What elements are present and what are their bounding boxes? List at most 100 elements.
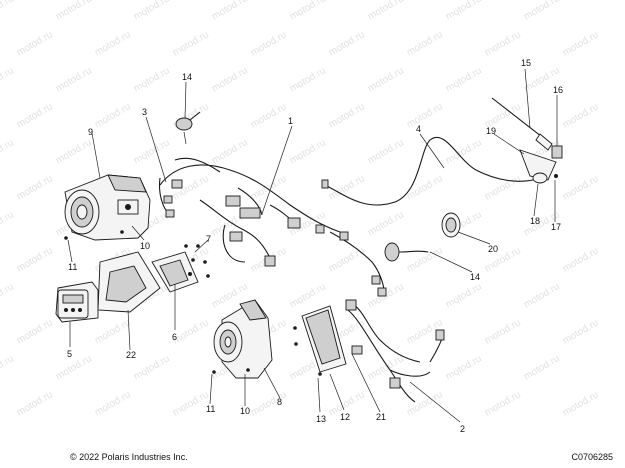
watermark-text: motod.ru bbox=[327, 245, 367, 274]
diagram-code: C0706285 bbox=[571, 452, 613, 462]
watermark-text: motod.ru bbox=[15, 101, 55, 130]
watermark-text: motod.ru bbox=[210, 0, 250, 23]
left-speaker-pod bbox=[64, 174, 151, 241]
callout-8: 8 bbox=[277, 397, 282, 407]
watermark-text: motod.ru bbox=[15, 245, 55, 274]
callout-1: 1 bbox=[288, 116, 293, 126]
watermark-text: motod.ru bbox=[405, 29, 445, 58]
callout-4: 4 bbox=[416, 124, 421, 134]
antenna-grommet bbox=[441, 212, 461, 238]
callout-13: 13 bbox=[316, 414, 326, 424]
watermark-text: motod.ru bbox=[522, 353, 562, 382]
copyright-text: © 2022 Polaris Industries Inc. bbox=[70, 452, 188, 462]
watermark-text: motod.ru bbox=[522, 0, 562, 23]
mounting-bracket bbox=[151, 251, 199, 293]
watermark-text: motod.ru bbox=[54, 0, 94, 23]
watermark-text: motod.ru bbox=[0, 209, 16, 238]
callout-16: 16 bbox=[553, 85, 563, 95]
watermark-text: motod.ru bbox=[366, 137, 406, 166]
watermark-text: motod.ru bbox=[15, 173, 55, 202]
watermark-text: motod.ru bbox=[249, 173, 289, 202]
main-wiring-harness bbox=[159, 157, 387, 297]
watermark-text: motod.ru bbox=[444, 65, 484, 94]
callout-11a: 11 bbox=[68, 262, 77, 272]
callout-18: 18 bbox=[530, 216, 540, 226]
callout-15: 15 bbox=[521, 58, 531, 68]
lower-speaker-pod bbox=[213, 299, 273, 379]
watermark-text: motod.ru bbox=[93, 317, 133, 346]
callout-5: 5 bbox=[67, 349, 72, 359]
watermark-text: motod.ru bbox=[210, 137, 250, 166]
watermark-text: motod.ru bbox=[0, 0, 16, 23]
antenna-assembly bbox=[491, 97, 563, 184]
watermark-text: motod.ru bbox=[444, 281, 484, 310]
watermark-text: motod.ru bbox=[561, 29, 601, 58]
amplifier-module bbox=[293, 305, 347, 376]
bracket-screws bbox=[184, 244, 210, 278]
head-unit-bezel bbox=[97, 251, 161, 313]
audio-head-unit bbox=[55, 281, 99, 323]
callout-12: 12 bbox=[340, 412, 350, 422]
watermark-text: motod.ru bbox=[561, 173, 601, 202]
right-control-knob bbox=[384, 242, 429, 262]
watermark-text: motod.ru bbox=[93, 101, 133, 130]
watermark-text: motod.ru bbox=[366, 65, 406, 94]
watermark-text: motod.ru bbox=[444, 353, 484, 382]
watermark-text: motod.ru bbox=[15, 389, 55, 418]
watermark-text: motod.ru bbox=[0, 137, 16, 166]
watermark-text: motod.ru bbox=[0, 65, 16, 94]
callout-14b: 14 bbox=[470, 272, 480, 282]
lower-wiring-harness bbox=[345, 299, 445, 403]
watermark-text: motod.ru bbox=[288, 0, 328, 23]
watermark-text: motod.ru bbox=[249, 101, 289, 130]
callout-9: 9 bbox=[88, 127, 93, 137]
watermark-text: motod.ru bbox=[483, 389, 523, 418]
watermark-text: motod.ru bbox=[405, 101, 445, 130]
watermark-text: motod.ru bbox=[132, 0, 172, 23]
watermark-text: motod.ru bbox=[561, 389, 601, 418]
watermark-text: motod.ru bbox=[132, 65, 172, 94]
callout-14a: 14 bbox=[182, 72, 192, 82]
watermark-text: motod.ru bbox=[366, 0, 406, 23]
watermark-text: motod.ru bbox=[0, 281, 16, 310]
screw-left-pod bbox=[64, 236, 68, 240]
callout-17: 17 bbox=[551, 222, 561, 232]
screw-lower-pod bbox=[212, 370, 216, 374]
callout-21: 21 bbox=[376, 412, 386, 422]
watermark-text: motod.ru bbox=[444, 0, 484, 23]
callout-10b: 10 bbox=[240, 406, 250, 416]
callout-11b: 11 bbox=[206, 404, 215, 414]
watermark-text: motod.ru bbox=[132, 137, 172, 166]
top-control-knob bbox=[175, 111, 201, 145]
watermark-text: motod.ru bbox=[522, 281, 562, 310]
screw-lower-pod-2 bbox=[246, 368, 250, 372]
watermark-text: motod.ru bbox=[288, 281, 328, 310]
watermark-text: motod.ru bbox=[444, 137, 484, 166]
leader-lines bbox=[67, 68, 558, 423]
watermark-text: motod.ru bbox=[0, 353, 16, 382]
watermark-text: motod.ru bbox=[561, 245, 601, 274]
callout-3: 3 bbox=[142, 107, 147, 117]
watermark-text: motod.ru bbox=[210, 65, 250, 94]
watermark-text: motod.ru bbox=[327, 173, 367, 202]
speaker-sub-harness bbox=[158, 177, 175, 218]
antenna-cable bbox=[321, 136, 541, 206]
watermark-text: motod.ru bbox=[483, 317, 523, 346]
watermark-text: motod.ru bbox=[132, 353, 172, 382]
watermark-text: motod.ru bbox=[54, 353, 94, 382]
watermark-text: motod.ru bbox=[483, 29, 523, 58]
watermark-text: motod.ru bbox=[54, 137, 94, 166]
watermark-text: motod.ru bbox=[93, 29, 133, 58]
watermark-text: motod.ru bbox=[54, 65, 94, 94]
callout-labels: 1 2 3 4 5 6 7 8 9 10 10 11 11 12 13 14 1… bbox=[67, 58, 563, 434]
watermark-text: motod.ru bbox=[561, 317, 601, 346]
callout-20: 20 bbox=[488, 244, 498, 254]
watermark-text: motod.ru bbox=[288, 65, 328, 94]
watermark-text: motod.ru bbox=[405, 245, 445, 274]
watermark-text: motod.ru bbox=[249, 29, 289, 58]
watermark-text: motod.ru bbox=[171, 29, 211, 58]
watermark-text: motod.ru bbox=[93, 389, 133, 418]
callout-10a: 10 bbox=[140, 241, 150, 251]
